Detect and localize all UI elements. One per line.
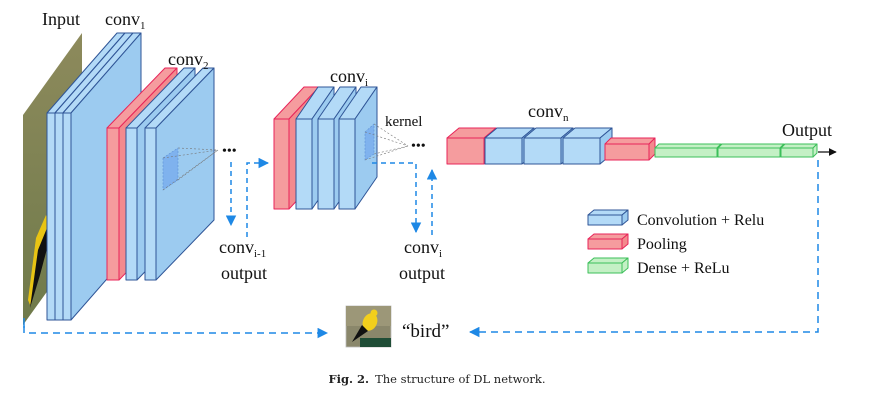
convn-pool-2-top [604, 137, 656, 145]
conv-i-output-label: convi [404, 237, 442, 260]
dense-1 [654, 143, 722, 158]
conv2-sheet-2 [144, 67, 215, 281]
legend-label-conv: Convolution + Relu [637, 212, 764, 229]
caption-text: The structure of DL network. [375, 372, 546, 386]
convn-pool-2 [604, 137, 656, 161]
layers-group [46, 32, 818, 321]
caption-prefix: Fig. 2. [328, 372, 370, 386]
conv-im1-output-label: convi-1 [219, 237, 266, 260]
dense-2 [717, 143, 785, 158]
dense-3 [780, 143, 818, 158]
conv2-label: conv2 [168, 49, 209, 72]
conv-i-output-label-line2: output [399, 263, 445, 283]
legend-swatch-conv-front [587, 214, 623, 226]
kernel-projection-1 [162, 147, 219, 191]
legend-label-pool: Pooling [637, 236, 687, 253]
conv2-pool-front [106, 127, 120, 281]
convn-cube-2-front [523, 137, 562, 165]
figure-caption: Fig. 2. The structure of DL network. [0, 372, 874, 386]
conv1-sheet-1-front [46, 112, 56, 321]
prediction-loop-arrows [23, 160, 819, 339]
legend-label-dense: Dense + ReLu [637, 260, 730, 277]
kernel-label: kernel [385, 114, 422, 130]
convi-sheet-2-front [317, 118, 335, 210]
input-label: Input [42, 9, 80, 29]
dense-2-front [717, 147, 781, 158]
conv-im1-output-arrows [225, 157, 270, 237]
convn-pool-1-front [446, 137, 485, 165]
output-label: Output [782, 120, 832, 140]
convn-cube-3-front [562, 137, 601, 165]
conv1-sheet-3-front [62, 112, 72, 321]
convn-pool-2-front [604, 143, 650, 161]
legend-swatch-dense-top [587, 257, 629, 264]
conv2-sheet-2-front [144, 127, 157, 281]
legend-swatch-dense [587, 257, 629, 274]
dense-1-top [654, 143, 722, 149]
conv2-sheet-1-front [125, 127, 138, 281]
legend-swatch-pool-top [587, 233, 629, 240]
convn-label: convn [528, 101, 569, 124]
bird-thumbnail [345, 305, 392, 348]
kernel-projection-2 [364, 123, 409, 161]
dense-1-front [654, 147, 718, 158]
convi-sheet-3-front [338, 118, 356, 210]
legend-swatch-dense-front [587, 262, 623, 274]
dense-2-top [717, 143, 785, 149]
conv1-label: conv1 [105, 9, 146, 32]
ellipsis-2: ••• [411, 139, 426, 154]
legend-swatch-pool-front [587, 238, 623, 250]
conv1-sheet-2-front [54, 112, 64, 321]
dense-3-top [780, 143, 818, 149]
convi-pool-front [273, 118, 290, 210]
convi-sheet-1-front [295, 118, 313, 210]
conv-i-output-arrows [372, 162, 438, 235]
legend-swatch-conv [587, 209, 629, 226]
conv-im1-output-label-line2: output [221, 263, 267, 283]
ellipsis-1: ••• [222, 144, 237, 159]
legend-swatch-conv-top [587, 209, 629, 216]
convn-cube-1-front [484, 137, 523, 165]
convi-label: convi [330, 66, 368, 89]
legend-swatch-pool [587, 233, 629, 250]
prediction-label: “bird” [402, 321, 449, 342]
dense-3-front [780, 147, 814, 158]
